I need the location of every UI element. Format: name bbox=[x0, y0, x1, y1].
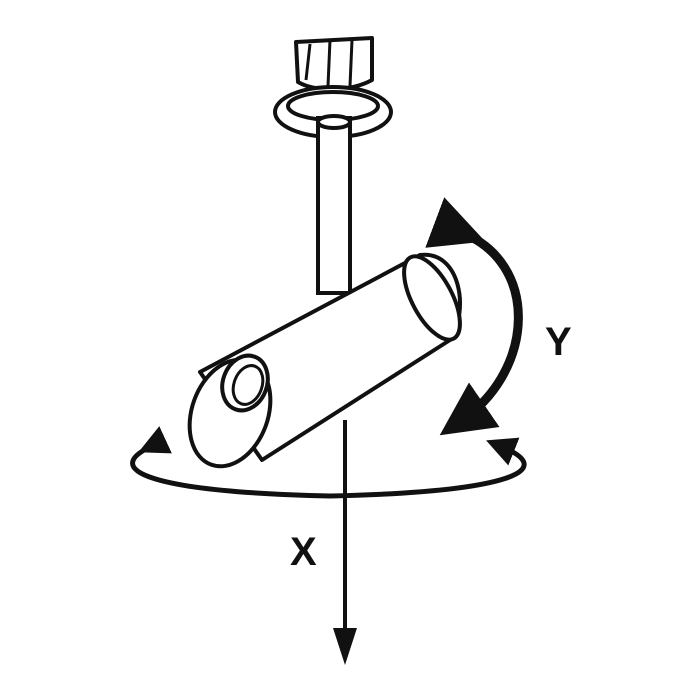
down-arrowhead bbox=[333, 628, 357, 665]
track-adapter bbox=[273, 36, 393, 139]
stem bbox=[316, 114, 352, 295]
y-rotation-arrow bbox=[425, 197, 523, 436]
x-rotation-arrow bbox=[130, 426, 527, 499]
x-axis-label: X bbox=[290, 530, 317, 574]
y-axis-label: Y bbox=[545, 320, 572, 364]
